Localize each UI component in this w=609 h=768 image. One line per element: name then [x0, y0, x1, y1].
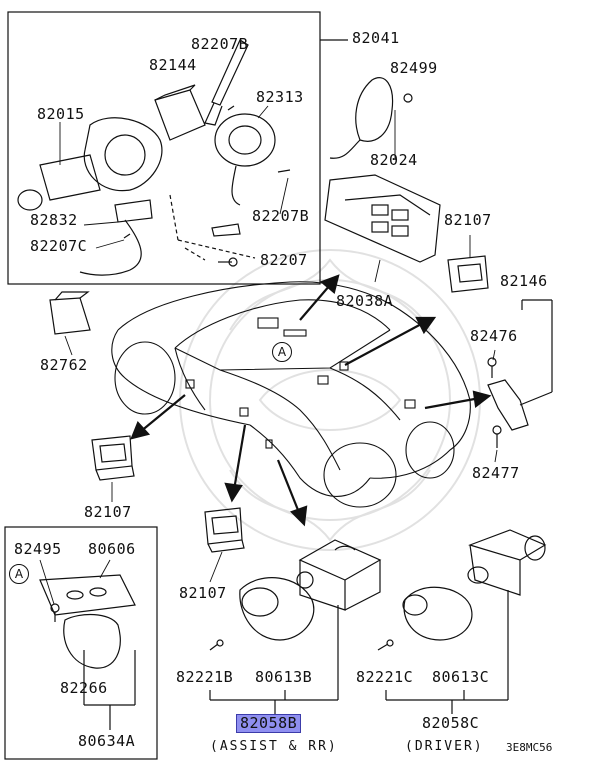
part-label-82221b[interactable]: 82221B [176, 668, 234, 686]
callout-a-inset: A [9, 564, 29, 584]
part-label-82832[interactable]: 82832 [30, 211, 78, 229]
part-label-82107-center[interactable]: 82107 [179, 584, 227, 602]
part-label-82207c[interactable]: 82207C [30, 237, 88, 255]
inset-box-steering [7, 11, 321, 285]
watermark-seal [179, 249, 481, 551]
part-label-82266[interactable]: 82266 [60, 679, 108, 697]
part-label-82146[interactable]: 82146 [500, 272, 548, 290]
part-label-82144[interactable]: 82144 [149, 56, 197, 74]
part-label-82499[interactable]: 82499 [390, 59, 438, 77]
part-label-80613c[interactable]: 80613C [432, 668, 490, 686]
part-label-80606[interactable]: 80606 [88, 540, 136, 558]
car-outline [111, 281, 471, 508]
part-label-82313[interactable]: 82313 [256, 88, 304, 106]
part-label-82058b-highlighted[interactable]: 82058B [236, 714, 302, 733]
part-label-82476[interactable]: 82476 [470, 327, 518, 345]
caption-assist-rr: (ASSIST & RR) [210, 739, 338, 754]
part-label-82207b-top[interactable]: 82207B [191, 35, 249, 53]
leader-arrows [130, 274, 492, 527]
part-label-82477[interactable]: 82477 [472, 464, 520, 482]
part-label-82015[interactable]: 82015 [37, 105, 85, 123]
rear-window-switch [91, 435, 245, 553]
part-label-82041[interactable]: 82041 [352, 29, 400, 47]
part-label-82107-top-right[interactable]: 82107 [444, 211, 492, 229]
inset-box-a [4, 526, 158, 760]
part-label-82221c[interactable]: 82221C [356, 668, 414, 686]
door-switch-assist [209, 539, 382, 651]
part-label-80634a[interactable]: 80634A [78, 732, 136, 750]
door-switch-driver [377, 529, 547, 651]
callout-a-car: A [272, 342, 292, 362]
window-switch-parts [49, 77, 489, 335]
part-label-82107-left[interactable]: 82107 [84, 503, 132, 521]
part-label-82207[interactable]: 82207 [260, 251, 308, 269]
diagram-code: 3E8MC56 [506, 741, 553, 754]
bracket-parts [487, 299, 553, 448]
combination-switch-parts [17, 39, 291, 276]
part-label-82038a[interactable]: 82038A [336, 292, 394, 310]
assembly-brackets [209, 590, 509, 714]
part-label-80613b[interactable]: 80613B [255, 668, 313, 686]
part-label-82207b-bottom[interactable]: 82207B [252, 207, 310, 225]
part-label-82495[interactable]: 82495 [14, 540, 62, 558]
caption-driver: (DRIVER) [405, 739, 484, 754]
inset-a-parts [39, 574, 136, 730]
part-label-82762[interactable]: 82762 [40, 356, 88, 374]
part-label-82024[interactable]: 82024 [370, 151, 418, 169]
part-label-82058c[interactable]: 82058C [422, 714, 480, 732]
